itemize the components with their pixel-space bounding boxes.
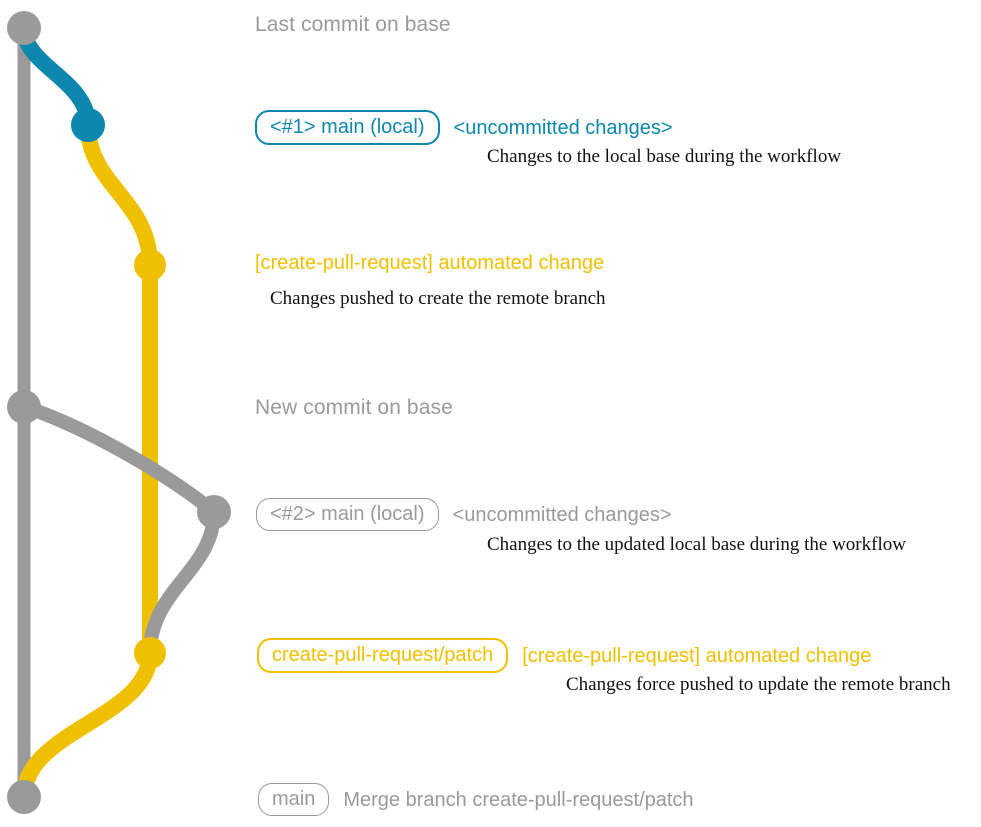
branch-badge-main-local-1[interactable]: <#1> main (local) (255, 110, 440, 145)
commit-note-pushed-create-remote-branch: Changes pushed to create the remote bran… (270, 288, 606, 309)
node-patch-force-push (134, 637, 166, 669)
edge-patch-merge (16, 645, 158, 805)
node-base-new-commit (7, 390, 41, 424)
graph-row-new-commit-on-base: New commit on base (255, 396, 453, 420)
graph-row-merge[interactable]: main Merge branch create-pull-request/pa… (258, 783, 694, 816)
graph-row-local-uncommitted-1[interactable]: <#1> main (local) <uncommitted changes> (255, 110, 673, 145)
commit-note-updated-local-base-workflow: Changes to the updated local base during… (487, 534, 906, 555)
node-patch-create (134, 249, 166, 281)
edge-patch-create (80, 117, 158, 273)
commit-subject-merge-branch: Merge branch create-pull-request/patch (343, 788, 694, 811)
commit-subject-automated-change-2: [create-pull-request] automated change (522, 644, 872, 667)
edge-local2-to-patch (143, 505, 221, 660)
heading-last-commit-on-base: Last commit on base (255, 13, 451, 36)
graph-row-last-commit-on-base: Last commit on base (255, 13, 451, 37)
graph-row-patch-create: [create-pull-request] automated change (255, 252, 604, 274)
branch-badge-create-pull-request-patch[interactable]: create-pull-request/patch (257, 638, 509, 673)
node-base-last-commit (7, 11, 41, 45)
edge-local2-branch (17, 400, 221, 519)
commit-note-force-pushed-update-remote-branch: Changes force pushed to update the remot… (566, 674, 951, 695)
graph-row-patch-force-push[interactable]: create-pull-request/patch [create-pull-r… (257, 638, 871, 673)
branch-badge-main-local-2[interactable]: <#2> main (local) (256, 498, 439, 531)
commit-subject-uncommitted-1: <uncommitted changes> (453, 116, 673, 139)
node-local-uncommitted-1 (71, 108, 105, 142)
heading-new-commit-on-base: New commit on base (255, 396, 453, 419)
branch-badge-main[interactable]: main (258, 783, 330, 816)
node-local-uncommitted-2 (197, 495, 231, 529)
graph-row-local-uncommitted-2[interactable]: <#2> main (local) <uncommitted changes> (256, 498, 672, 531)
commit-subject-automated-change-1: [create-pull-request] automated change (255, 252, 605, 274)
commit-subject-uncommitted-2: <uncommitted changes> (452, 503, 672, 526)
node-base-merge (7, 780, 41, 814)
edge-local1-branch (16, 20, 96, 133)
commit-note-local-base-workflow: Changes to the local base during the wor… (487, 146, 842, 167)
